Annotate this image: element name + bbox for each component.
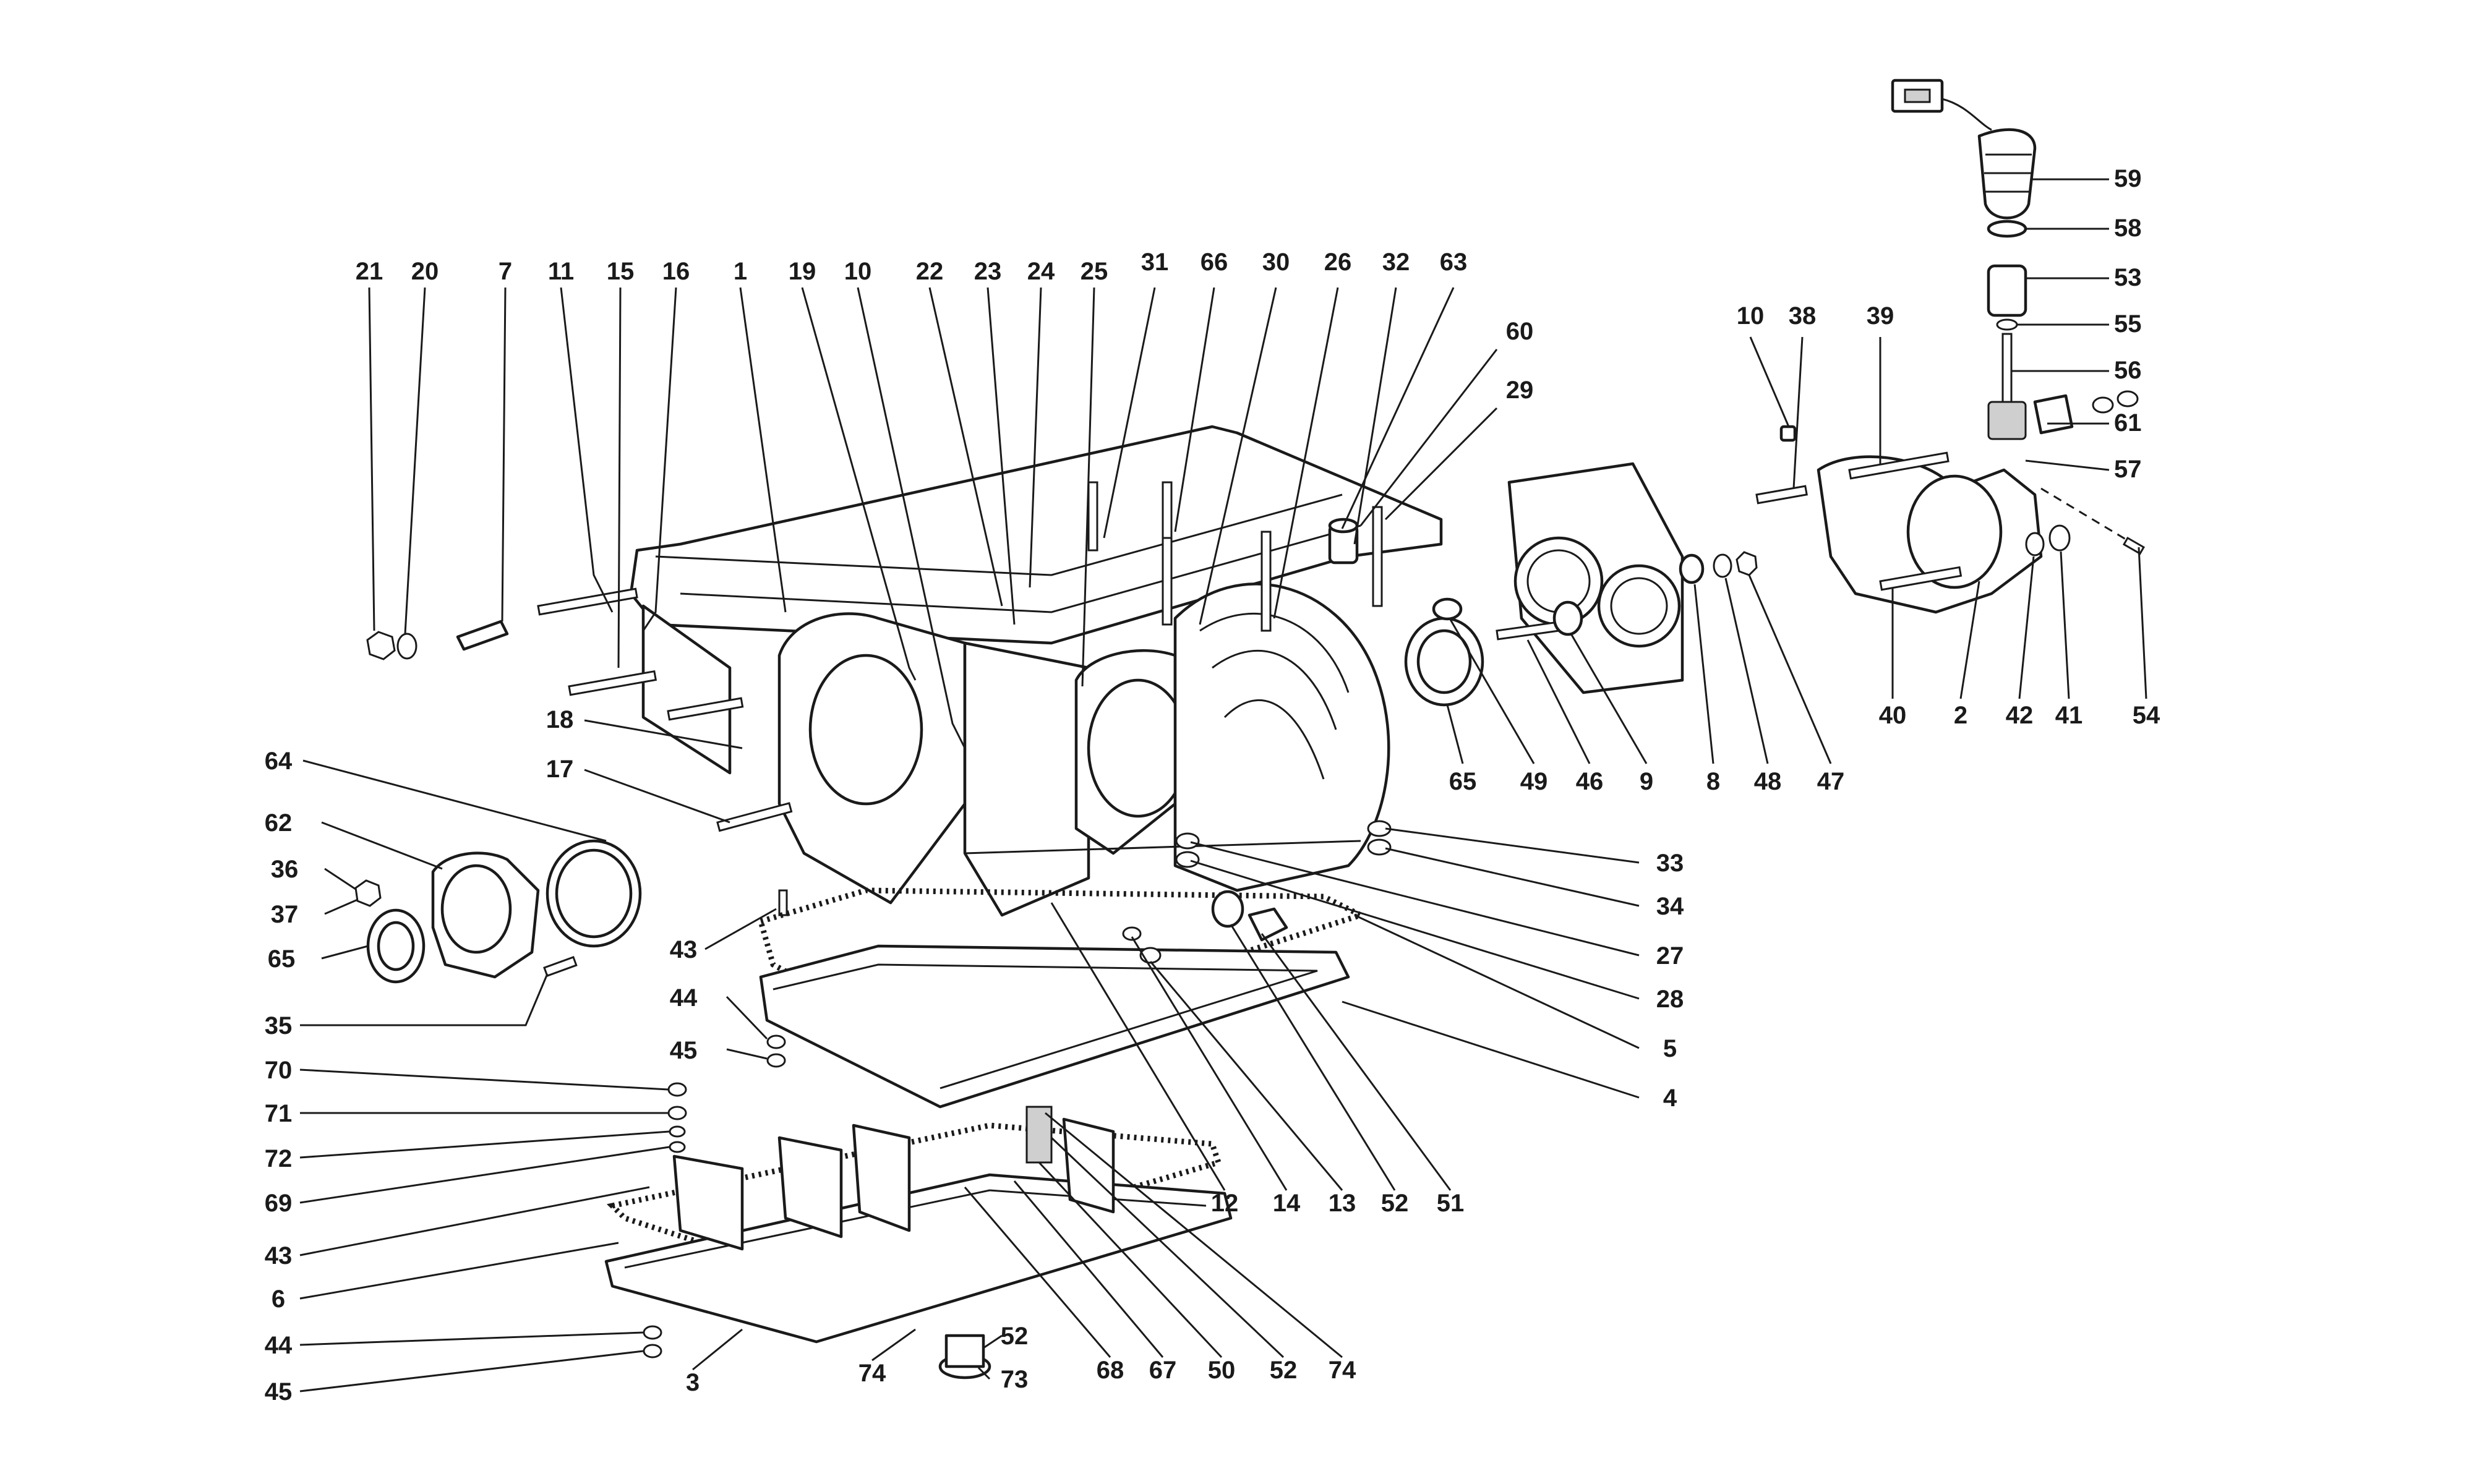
callout-label: 68 xyxy=(1097,1357,1124,1384)
callout-label: 53 xyxy=(2114,264,2142,291)
callout-label: 24 xyxy=(1027,258,1055,285)
callout-label: 18 xyxy=(546,706,574,733)
callout-label: 19 xyxy=(789,258,816,285)
callout-label: 4 xyxy=(1663,1085,1677,1112)
callout-label: 64 xyxy=(265,748,293,775)
callout-label: 40 xyxy=(1879,702,1907,729)
callout-label: 56 xyxy=(2114,357,2142,384)
callout-label: 42 xyxy=(2006,702,2034,729)
callout-label: 50 xyxy=(1208,1357,1236,1384)
callout-label: 62 xyxy=(265,809,293,837)
leader-lines xyxy=(299,178,2147,1392)
callout-label: 1 xyxy=(734,258,747,285)
left-side-parts xyxy=(354,587,793,984)
callout-label: 5 xyxy=(1663,1035,1677,1062)
callout-label: 52 xyxy=(1001,1323,1029,1350)
callout-label: 30 xyxy=(1262,249,1290,276)
callout-label: 43 xyxy=(265,1242,293,1269)
oil-pan-assembly xyxy=(604,820,1392,1380)
callout-label: 11 xyxy=(548,258,574,285)
callout-label: 65 xyxy=(268,945,296,973)
callout-label: 67 xyxy=(1149,1357,1177,1384)
callout-label: 74 xyxy=(1329,1357,1356,1384)
callout-label: 7 xyxy=(499,258,512,285)
callout-label: 10 xyxy=(844,258,872,285)
callout-label: 44 xyxy=(265,1332,293,1359)
callout-label: 23 xyxy=(974,258,1002,285)
callout-label: 52 xyxy=(1270,1357,1298,1384)
callout-label: 36 xyxy=(271,856,299,883)
callout-label: 74 xyxy=(858,1360,886,1387)
callout-label: 37 xyxy=(271,901,299,928)
callout-label: 70 xyxy=(265,1057,293,1084)
callout-label: 43 xyxy=(670,936,698,963)
rear-cover-parts xyxy=(1404,425,2146,707)
callout-label: 66 xyxy=(1201,249,1228,276)
callout-label: 6 xyxy=(272,1286,285,1313)
callout-label: 34 xyxy=(1656,893,1684,920)
callout-label: 15 xyxy=(607,258,635,285)
callout-label: 71 xyxy=(265,1100,293,1127)
callout-label: 33 xyxy=(1656,850,1684,877)
callout-label: 10 xyxy=(1737,302,1765,330)
callout-label: 35 xyxy=(265,1012,293,1039)
callout-label: 51 xyxy=(1437,1190,1465,1217)
callout-label: 41 xyxy=(2055,702,2083,729)
callout-label: 27 xyxy=(1656,942,1684,970)
callout-label: 13 xyxy=(1329,1190,1356,1217)
callout-label: 26 xyxy=(1324,249,1352,276)
callout-label: 58 xyxy=(2114,215,2142,242)
callout-label: 32 xyxy=(1382,249,1410,276)
callout-label: 17 xyxy=(546,756,574,783)
callout-label: 73 xyxy=(1001,1366,1029,1393)
callout-label: 69 xyxy=(265,1190,293,1217)
callout-label: 65 xyxy=(1449,768,1477,795)
callout-label: 14 xyxy=(1273,1190,1301,1217)
callout-label: 72 xyxy=(265,1145,293,1172)
gearbox-casing xyxy=(629,425,1443,917)
callout-label: 8 xyxy=(1706,768,1720,795)
callout-label: 52 xyxy=(1381,1190,1409,1217)
callout-label: 25 xyxy=(1081,258,1108,285)
callout-label: 28 xyxy=(1656,986,1684,1013)
callout-label: 61 xyxy=(2114,409,2142,437)
callout-label: 57 xyxy=(2114,456,2142,483)
callout-label: 55 xyxy=(2114,310,2142,338)
callout-label: 63 xyxy=(1440,249,1468,276)
callout-label: 22 xyxy=(916,258,944,285)
callout-label: 21 xyxy=(356,258,383,285)
callout-label: 9 xyxy=(1640,768,1653,795)
callout-label: 31 xyxy=(1141,249,1169,276)
callout-label: 38 xyxy=(1789,302,1817,330)
callout-label: 2 xyxy=(1954,702,1967,729)
callout-label: 45 xyxy=(670,1037,698,1064)
callout-label: 47 xyxy=(1817,768,1845,795)
callout-label: 20 xyxy=(411,258,439,285)
callout-label: 45 xyxy=(265,1378,293,1405)
callout-label: 16 xyxy=(662,258,690,285)
callout-label: 60 xyxy=(1506,318,1534,345)
callout-labels: 21 20 7 11 15 16 1 19 10 22 23 24 25 31 … xyxy=(265,165,2160,1405)
callout-label: 59 xyxy=(2114,165,2142,192)
callout-label: 39 xyxy=(1867,302,1894,330)
callout-label: 44 xyxy=(670,984,698,1012)
callout-label: 46 xyxy=(1576,768,1604,795)
callout-label: 48 xyxy=(1754,768,1782,795)
callout-label: 29 xyxy=(1506,377,1534,404)
speedometer-sender xyxy=(1891,79,2139,440)
callout-label: 12 xyxy=(1211,1190,1239,1217)
callout-label: 49 xyxy=(1520,768,1548,795)
callout-label: 54 xyxy=(2133,702,2160,729)
callout-label: 3 xyxy=(686,1369,700,1396)
